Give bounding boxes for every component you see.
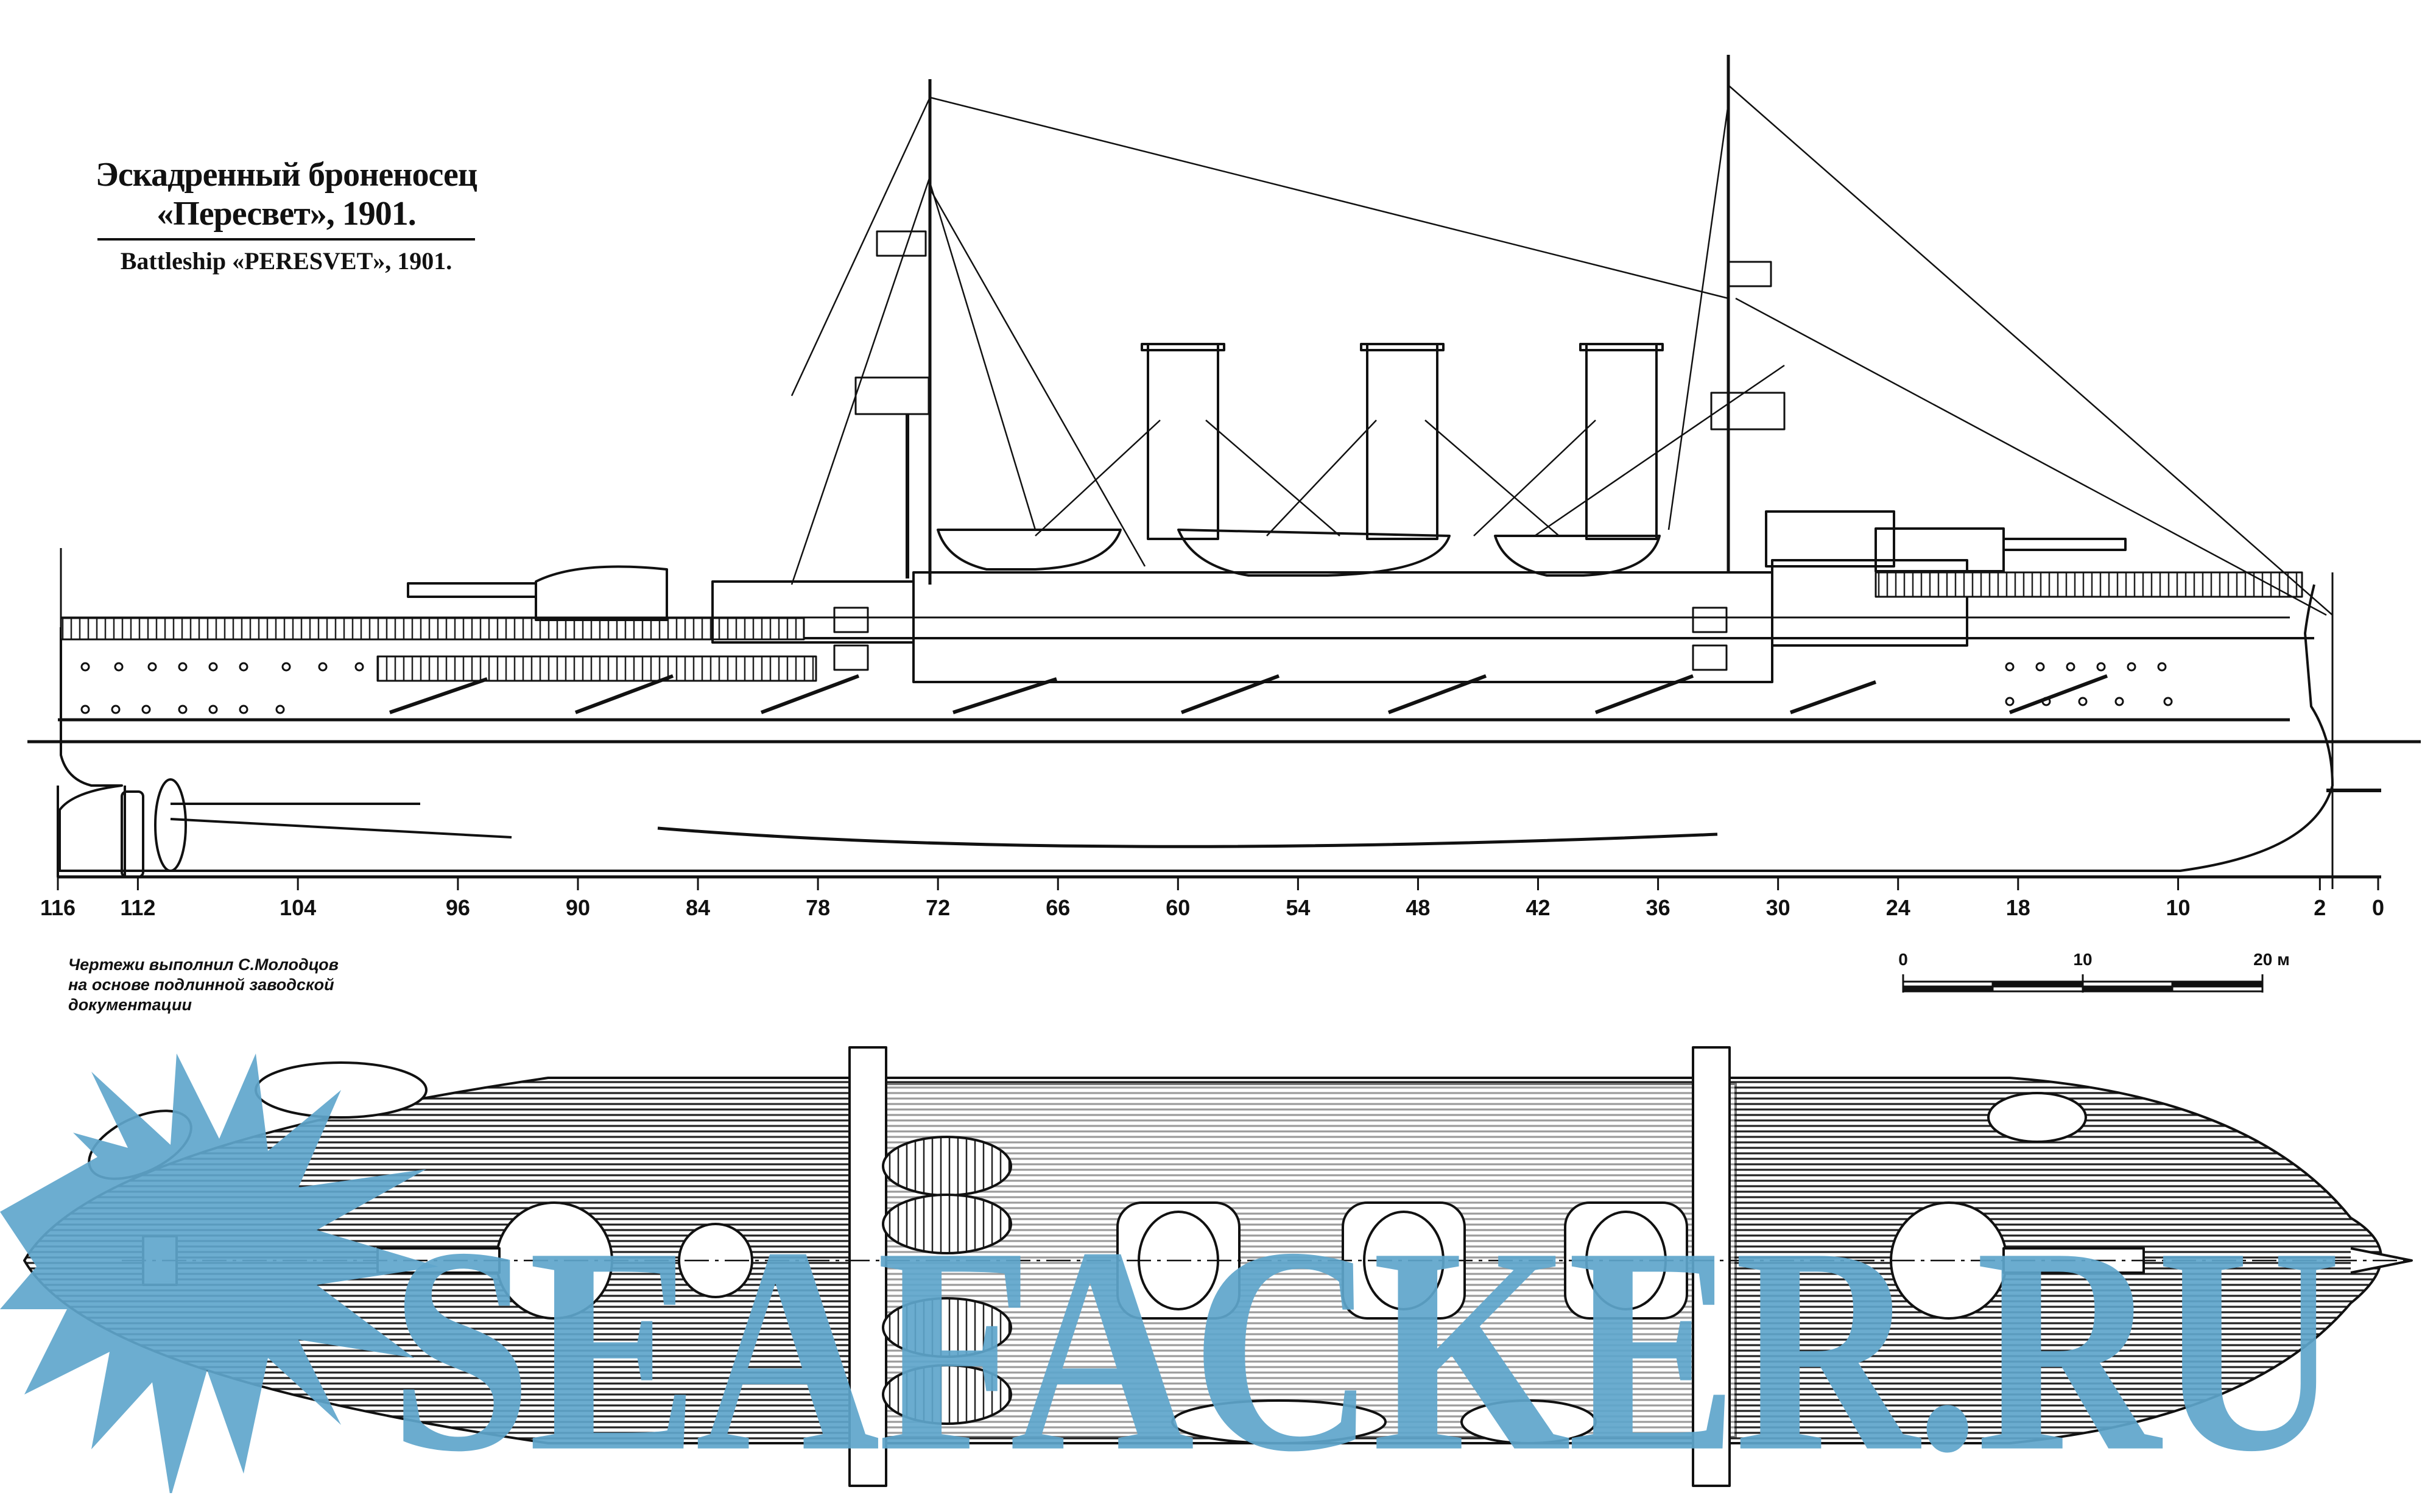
frame-label: 78 [806, 895, 831, 920]
forward-turret-guns [2002, 538, 2127, 551]
plan-fwd-bridge [1692, 1046, 1731, 1487]
drawing-credit: Чертежи выполнил С.Молодцов на основе по… [68, 955, 339, 1015]
aft-turret-guns [407, 582, 537, 598]
hull-outline [58, 584, 2334, 872]
frame-label: 10 [2166, 895, 2191, 920]
forward-bridge [1765, 510, 1895, 568]
frame-label: 116 [40, 895, 76, 920]
masts [854, 55, 1786, 585]
frame-label: 0 [2371, 895, 2385, 920]
frame-label: 84 [686, 895, 711, 920]
frame-label: 112 [120, 895, 156, 920]
propeller-shaft-lower [170, 818, 512, 839]
scale-label-10: 10 [2073, 950, 2093, 969]
forward-rail [1875, 571, 2303, 598]
mainmast-top [876, 230, 927, 257]
forward-superstructure [1771, 559, 1968, 647]
watermark-text: SEAFACKER.RU [390, 1186, 2342, 1512]
credit-line-1: Чертежи выполнил С.Молодцов [68, 955, 339, 974]
foremast-top [1727, 261, 1772, 287]
portholes [80, 662, 2173, 714]
funnel-aft [1147, 343, 1219, 540]
mainmast-fighting-top [854, 376, 930, 415]
watermark-starburst [0, 1053, 438, 1493]
title-ru-line1: Эскадренный броненосец [95, 156, 477, 194]
propeller [154, 778, 187, 872]
frame-label: 60 [1166, 895, 1191, 920]
funnel-forward [1585, 343, 1658, 540]
frame-label: 54 [1286, 895, 1311, 920]
foremast-fighting-top [1710, 392, 1786, 431]
central-citadel [912, 571, 1773, 683]
scale-label-0: 0 [1898, 950, 1908, 969]
frame-label: 48 [1406, 895, 1431, 920]
title-en: Battleship «PERESVET», 1901. [120, 247, 452, 275]
frame-ruler [57, 875, 2381, 890]
frame-label: 2 [2314, 895, 2326, 920]
credit-line-2: на основе подлинной заводской [68, 976, 334, 994]
frame-label: 96 [445, 895, 470, 920]
aft-turret [535, 565, 668, 621]
bilge-keel [657, 826, 1718, 848]
rigging [790, 85, 2333, 616]
title-block: Эскадренный броненосец «Пересвет», 1901.… [79, 155, 493, 276]
frame-label: 24 [1885, 895, 1910, 920]
frame-label: 72 [926, 895, 951, 920]
title-divider [97, 238, 475, 241]
scale-label-20: 20 м [2253, 950, 2290, 969]
funnel-middle [1366, 343, 1438, 540]
side-elevation [27, 55, 2421, 889]
side-railing-lower [376, 655, 817, 682]
credit-line-3: документации [68, 996, 192, 1014]
title-ru-line2: «Пересвет», 1901. [157, 195, 417, 233]
boats [937, 529, 1661, 577]
frame-label: 18 [2005, 895, 2030, 920]
frame-label: 36 [1646, 895, 1670, 920]
frame-ticks [57, 877, 2379, 890]
plan-bow-boat [1987, 1092, 2087, 1143]
deck-plan [23, 1046, 2413, 1487]
frame-label: 104 [280, 895, 317, 920]
plan-boats [882, 1136, 1597, 1444]
frame-label: 90 [565, 895, 590, 920]
metric-scale-bar [1902, 974, 2264, 993]
plan-aft-bridge [848, 1046, 887, 1487]
stern-post [57, 786, 126, 878]
frame-label: 42 [1526, 895, 1551, 920]
frame-label: 30 [1765, 895, 1790, 920]
casemate-guns [833, 607, 1728, 671]
frame-label: 66 [1046, 895, 1071, 920]
aft-railing [60, 617, 805, 641]
funnels [1141, 343, 1664, 540]
net-booms [389, 674, 2108, 714]
